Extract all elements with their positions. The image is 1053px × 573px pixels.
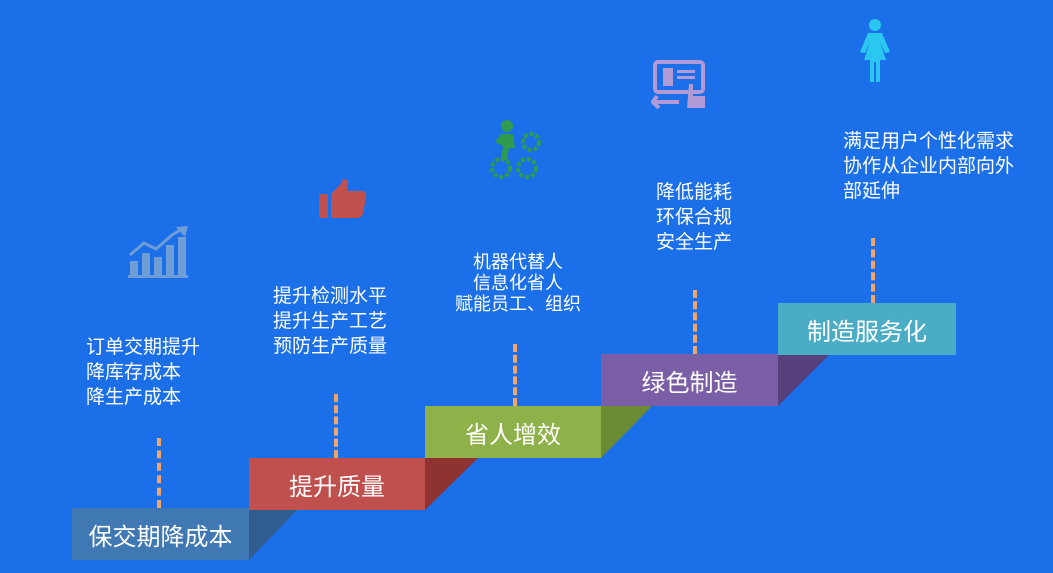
growth-chart-icon bbox=[128, 226, 188, 278]
step-2-notes: 提升检测水平 提升生产工艺 预防生产质量 bbox=[273, 284, 387, 359]
step-3-note: 信息化省人 bbox=[473, 273, 563, 294]
step-5-note: 部延伸 bbox=[843, 180, 901, 202]
step-4-label: 绿色制造 bbox=[641, 368, 738, 397]
step-5-note: 满足用户个性化需求 bbox=[843, 130, 1015, 152]
step-3-note: 赋能员工、组织 bbox=[455, 294, 581, 315]
step-1-label: 保交期降成本 bbox=[88, 522, 233, 551]
step-3-label: 省人增效 bbox=[465, 420, 561, 449]
step-3-connector bbox=[513, 344, 517, 406]
step-4-note: 安全生产 bbox=[656, 231, 733, 253]
step-5-label: 制造服务化 bbox=[807, 317, 927, 346]
step-5: 制造服务化 bbox=[778, 303, 956, 355]
step-2-note: 预防生产质量 bbox=[273, 335, 388, 357]
step-4: 绿色制造 bbox=[601, 354, 778, 406]
step-4-notes: 降低能耗 环保合规 安全生产 bbox=[656, 180, 732, 255]
step-1-note: 降生产成本 bbox=[86, 386, 182, 408]
touch-screen-icon bbox=[651, 60, 705, 110]
person-icon bbox=[860, 19, 890, 82]
step-1: 保交期降成本 bbox=[72, 508, 249, 560]
step-3-notes: 机器代替人 信息化省人 赋能员工、组织 bbox=[448, 252, 588, 315]
step-1-notes: 订单交期提升 降库存成本 降生产成本 bbox=[86, 335, 200, 410]
step-4-note: 降低能耗 bbox=[656, 181, 733, 203]
step-4-connector bbox=[693, 290, 697, 354]
step-2-note: 提升检测水平 bbox=[273, 285, 388, 307]
step-3-note: 机器代替人 bbox=[473, 252, 563, 273]
step-1-connector bbox=[157, 438, 161, 508]
step-5-connector bbox=[871, 238, 875, 303]
step-2-connector bbox=[334, 394, 338, 458]
step-5-note: 协作从企业内部向外 bbox=[843, 155, 1015, 177]
worker-gears-icon bbox=[490, 120, 541, 179]
step-5-notes: 满足用户个性化需求 协作从企业内部向外 部延伸 bbox=[843, 129, 1014, 204]
step-3: 省人增效 bbox=[425, 406, 601, 458]
step-2-note: 提升生产工艺 bbox=[273, 310, 388, 332]
step-1-note: 降库存成本 bbox=[86, 361, 182, 383]
step-1-note: 订单交期提升 bbox=[86, 336, 201, 358]
step-2: 提升质量 bbox=[249, 458, 425, 510]
thumbs-up-icon bbox=[319, 179, 367, 218]
step-4-note: 环保合规 bbox=[656, 206, 733, 228]
step-2-label: 提升质量 bbox=[289, 472, 385, 501]
